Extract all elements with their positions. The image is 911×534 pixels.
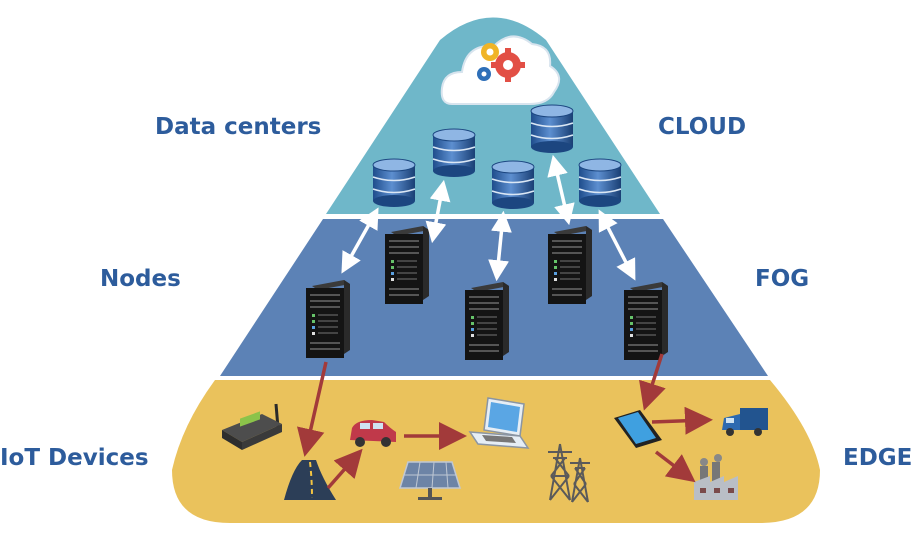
power-tower-icon bbox=[548, 443, 590, 503]
sync-arrows bbox=[341, 154, 636, 282]
edge-description-label: IoT Devices bbox=[0, 445, 149, 471]
server-rack-icon bbox=[385, 226, 429, 304]
fog-layer-label: FOG bbox=[755, 266, 810, 292]
database-icon bbox=[432, 128, 476, 178]
database-icon bbox=[578, 158, 622, 208]
cloud-gears-icon bbox=[440, 35, 561, 105]
cloud-description-label: Data centers bbox=[155, 114, 322, 140]
edge-layer bbox=[172, 380, 820, 523]
server-rack-icon bbox=[624, 282, 668, 360]
factory-icon bbox=[694, 454, 738, 500]
truck-icon bbox=[722, 408, 768, 436]
cloud-layer-label: CLOUD bbox=[658, 114, 747, 140]
server-rack-icon bbox=[548, 226, 592, 304]
data-flow-arrows bbox=[297, 353, 713, 490]
solar-panel-icon bbox=[398, 461, 462, 500]
database-icon bbox=[530, 104, 574, 154]
car-icon bbox=[350, 420, 396, 447]
database-icon bbox=[372, 158, 416, 208]
fog-description-label: Nodes bbox=[100, 266, 181, 292]
server-rack-icon bbox=[465, 282, 509, 360]
server-rack-icon bbox=[306, 280, 350, 358]
database-icon bbox=[491, 160, 535, 210]
smartphone-icon bbox=[614, 410, 662, 448]
road-icon bbox=[284, 460, 336, 500]
router-icon bbox=[222, 403, 282, 450]
laptop-icon bbox=[468, 397, 530, 449]
edge-layer-label: EDGE bbox=[843, 445, 911, 471]
